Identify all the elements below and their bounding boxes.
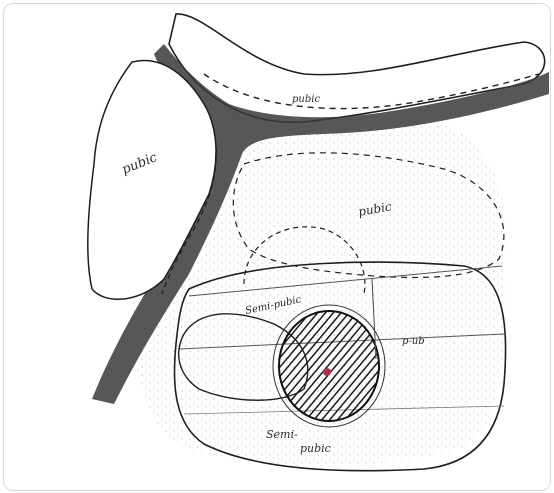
label-right-side: p-ub [402, 336, 425, 347]
label-top-band: pubic [292, 94, 320, 105]
hatched-oval [279, 311, 379, 421]
label-bottom-2: pubic [300, 442, 331, 455]
accent-dot [323, 368, 331, 376]
label-bottom: Semi- [266, 428, 298, 441]
drawing-frame: pubic pubic pubic Semi-pubic p-ub Semi- … [3, 3, 551, 491]
sketch-drawing: pubic pubic pubic Semi-pubic p-ub Semi- … [4, 4, 551, 491]
